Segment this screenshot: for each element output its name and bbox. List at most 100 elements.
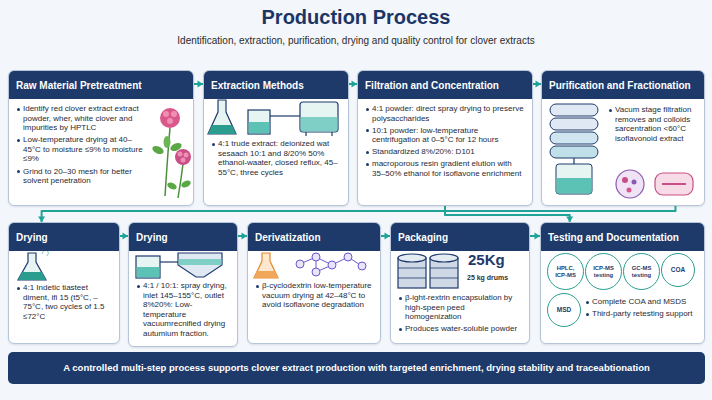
clover-flower <box>184 153 189 158</box>
extraction-equipment <box>208 100 338 136</box>
clover-flower <box>178 164 183 198</box>
panel-title: Extraction Methods <box>204 71 348 99</box>
cyclodextrin-icon <box>296 260 304 268</box>
spray-dryer <box>136 256 160 278</box>
badge-text: HPLC, ICP-MS <box>548 265 583 279</box>
resin-column <box>573 158 574 164</box>
illustration-label: 25 kg drums <box>467 274 508 281</box>
flow-connector <box>381 233 390 240</box>
resin-column <box>550 118 598 130</box>
cyclodextrin-icon <box>358 262 366 270</box>
flow-connector <box>530 233 540 240</box>
packaging-drums <box>398 268 426 278</box>
spray-dryer <box>136 253 222 278</box>
fraction-icons <box>622 177 628 183</box>
connector-line <box>381 235 390 237</box>
clover-flower <box>167 118 173 124</box>
panel-title: Drying <box>129 223 237 251</box>
extraction-equipment <box>306 132 332 136</box>
packaging-drums <box>398 254 458 288</box>
bullet-text: Low-temperature drying at 40–45°C to moi… <box>16 135 149 164</box>
cyclodextrin-icon <box>254 253 366 278</box>
arrow-head <box>566 217 573 223</box>
arrow-head <box>38 217 45 223</box>
clover-flower <box>164 136 171 148</box>
connector-line <box>445 206 570 222</box>
flow-connector <box>194 81 203 88</box>
cyclodextrin-icon <box>254 271 278 278</box>
diagram-subtitle: Identification, extraction, purification… <box>0 35 712 46</box>
illustration-label: 25Kg <box>468 251 505 268</box>
flow-connector <box>349 81 357 88</box>
arrow-head <box>123 233 129 240</box>
bullet-text: 4:1 powder: direct spray drying to prese… <box>365 104 526 123</box>
flow-connector <box>238 233 247 240</box>
test-badge: COA <box>661 253 695 287</box>
bullet-text: 4:1 trude extract: deionized wat sesaach… <box>211 139 342 177</box>
fraction-icons <box>616 170 644 198</box>
panel-body: β-cyclodextrin low-temperature vacuum dr… <box>248 251 380 316</box>
process-panel: Drying 4:1 / 10:1: spray drying, inlet 14… <box>128 222 238 347</box>
connector-line <box>120 235 128 237</box>
cyclodextrin-icon <box>328 261 336 269</box>
bullet-text: 4:1 / 10:1: spray drying, inlet 145–155°… <box>136 281 231 339</box>
fraction-icons <box>655 173 693 195</box>
connector-line <box>194 83 203 85</box>
badge-text: MSD <box>555 306 573 314</box>
packaging-drums <box>398 258 426 288</box>
clover-flower <box>163 111 169 117</box>
extraction-equipment <box>300 102 338 132</box>
packaging-drums <box>430 258 458 288</box>
test-badge: ICP-MS testing <box>585 253 622 290</box>
connector-line <box>238 235 247 237</box>
bullet-text: β-cyclodextrin low-temperature vacuum dr… <box>255 281 374 310</box>
flow-connector <box>445 206 573 222</box>
test-badge: HPLC, ICP-MS <box>547 253 584 290</box>
bullet-text: Identify red clover extract extract powd… <box>16 104 149 133</box>
cyclodextrin-icon <box>312 268 320 276</box>
bullet-text: β-ight-rextrin encapsulation by high-spe… <box>398 293 523 322</box>
panel-body: 4:1 / 10:1: spray drying, inlet 145–155°… <box>129 251 237 345</box>
panel-body: 4:1 powder: direct spray drying to prese… <box>358 99 532 185</box>
clover-flower <box>169 141 183 152</box>
connector-line <box>530 235 540 237</box>
badge-text: GC-MS testing <box>624 265 659 279</box>
resin-column <box>550 132 598 144</box>
badge-text: ICP-MS testing <box>586 265 621 279</box>
fraction-icons <box>616 170 693 198</box>
resin-column <box>550 146 598 158</box>
clover-flower <box>151 144 165 155</box>
arrow-head <box>242 233 248 240</box>
clover-flower <box>178 152 183 157</box>
connector-line <box>349 83 357 85</box>
resin-column <box>550 104 598 194</box>
process-panel: Purification and FractionationVacum stag… <box>541 70 705 206</box>
resin-column <box>556 164 592 194</box>
clover-flower <box>165 128 170 196</box>
panel-body: 4:1 Indetic tiasteet diment, ifi 15 (t5°… <box>9 251 119 328</box>
arrow-head <box>352 81 358 88</box>
cyclodextrin-icon <box>300 257 362 272</box>
extraction-equipment <box>270 115 300 116</box>
fraction-icons <box>662 183 686 185</box>
fraction-icons <box>632 180 637 185</box>
bullet-text: Grind to 20–30 mesh for better solvent p… <box>16 167 149 186</box>
cyclodextrin-icon <box>344 253 352 261</box>
packaging-drums <box>430 268 458 278</box>
extraction-equipment <box>248 110 270 134</box>
banner-text: A controlled multi-step process supports… <box>63 362 650 374</box>
bullet-text: 10:1 powder: low-temperature centrifugat… <box>365 126 526 145</box>
clover-flower <box>166 181 178 191</box>
process-panel: Drying4:1 Indetic tiasteet diment, ifi 1… <box>8 222 120 344</box>
process-panel: Filtration and Concentration4:1 powder: … <box>357 70 533 206</box>
process-panel: Packaging β-ight-rextrin encapsulation by… <box>390 222 530 344</box>
panel-title: Packaging <box>391 223 529 251</box>
panel-title: Derivatization <box>248 223 380 251</box>
bullet-text: Standardized 8%/20%: D101 <box>365 147 526 157</box>
panel-body: 4:1 trude extract: deionized wat sesaach… <box>204 99 348 184</box>
extraction-equipment <box>208 125 236 134</box>
panel-title: Raw Material Pretreatment <box>9 71 193 99</box>
flow-connector <box>533 81 541 88</box>
